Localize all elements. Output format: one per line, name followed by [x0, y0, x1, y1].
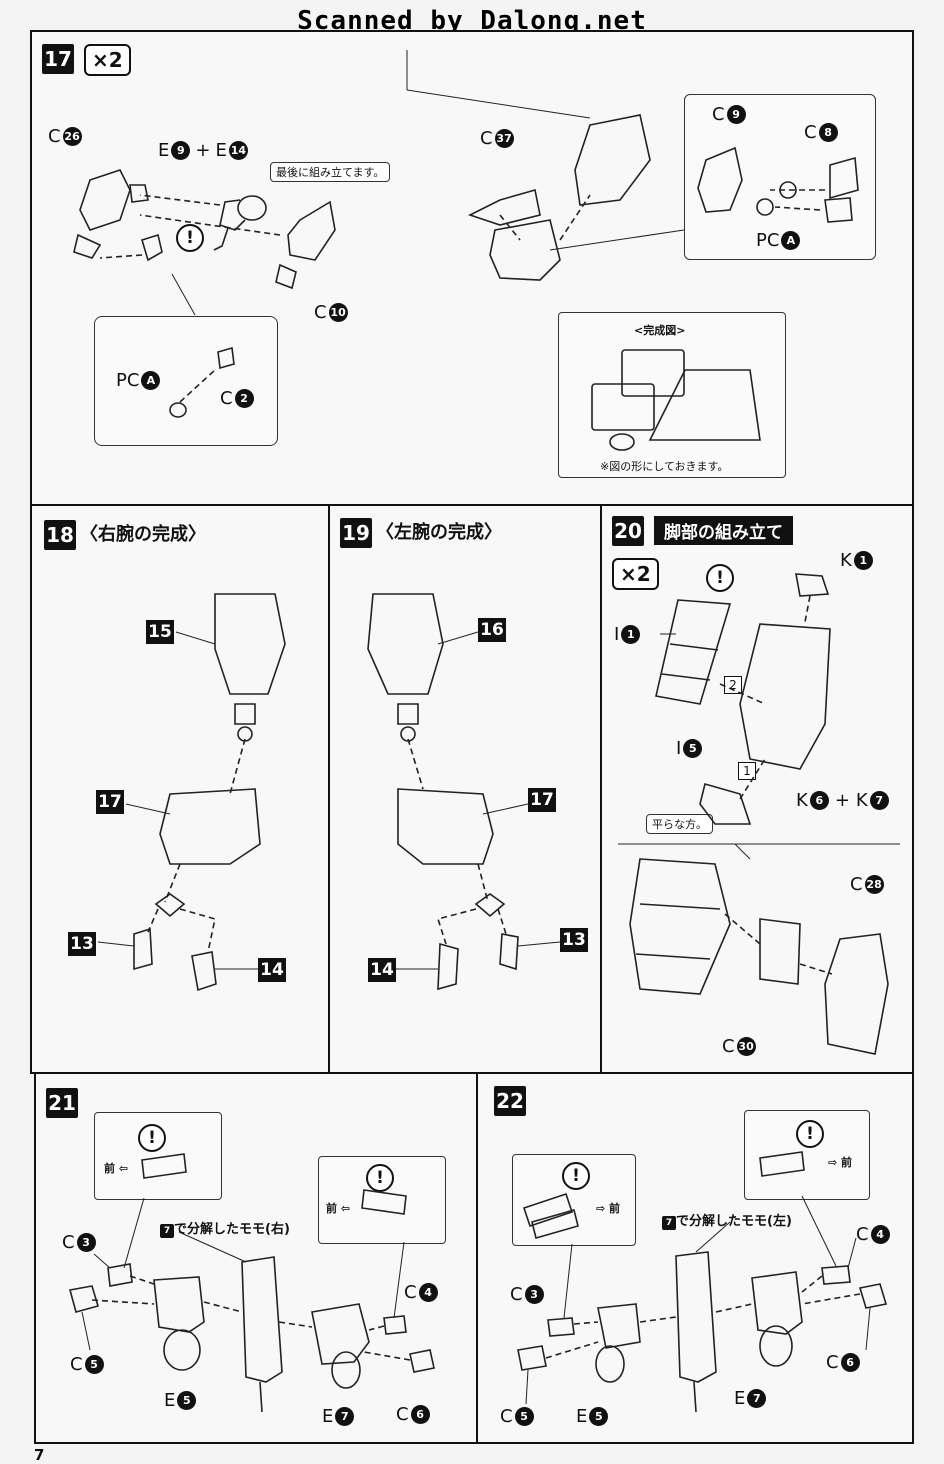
- note-flat-side: 平らな方。: [646, 814, 713, 834]
- step19-number: 19: [340, 518, 372, 548]
- warning-icon: !: [366, 1164, 394, 1192]
- completion-note: ※図の形にしておきます。: [600, 460, 729, 473]
- step17-number: 17: [42, 44, 74, 74]
- step20-panel: [600, 504, 914, 1074]
- ref-13-left: 13: [560, 928, 588, 952]
- warning-icon: !: [706, 564, 734, 592]
- ref-13: 13: [68, 932, 96, 956]
- page-number: 7: [34, 1446, 45, 1464]
- ref-16: 16: [478, 618, 506, 642]
- step21-number: 21: [46, 1088, 78, 1118]
- front-label-21a: 前 ⇦: [104, 1162, 129, 1175]
- step17-multiplier: ×2: [84, 44, 131, 76]
- ref-17-left: 17: [528, 788, 556, 812]
- step18-title: 〈右腕の完成〉: [80, 524, 206, 545]
- warning-icon: !: [562, 1162, 590, 1190]
- step20-number: 20: [612, 516, 644, 546]
- step18-number: 18: [44, 520, 76, 550]
- step22-number: 22: [494, 1086, 526, 1116]
- warning-icon: !: [176, 224, 204, 252]
- ref-14-left: 14: [368, 958, 396, 982]
- step20-leg-drawing: [618, 573, 900, 1055]
- step20-title: 脚部の組み立て: [654, 516, 793, 545]
- step18-arm-drawing: [97, 593, 286, 992]
- step19-arm-drawing: [367, 593, 561, 991]
- step22-thigh-drawing: [517, 1151, 888, 1413]
- front-label-22a: ⇨ 前: [596, 1202, 621, 1215]
- step19-title: 〈左腕の完成〉: [376, 522, 502, 543]
- ref-17: 17: [96, 790, 124, 814]
- note-assemble-last: 最後に組み立てます。: [270, 162, 391, 182]
- ref-15: 15: [146, 620, 174, 644]
- callout-inner-assembly: [684, 94, 876, 260]
- callout-pc-joint: [94, 316, 278, 446]
- step21-thigh-drawing: [68, 1153, 435, 1413]
- warning-icon: !: [138, 1124, 166, 1152]
- front-label-21b: 前 ⇦: [326, 1202, 351, 1215]
- sequence-1: 1: [738, 762, 756, 780]
- front-label-22b: ⇨ 前: [828, 1156, 853, 1169]
- sequence-2: 2: [724, 676, 742, 694]
- ref-14: 14: [258, 958, 286, 982]
- step17-parts-drawing: [73, 50, 859, 451]
- completion-title: <完成図>: [634, 324, 686, 337]
- warning-icon: !: [796, 1120, 824, 1148]
- step20-multiplier: ×2: [612, 558, 659, 590]
